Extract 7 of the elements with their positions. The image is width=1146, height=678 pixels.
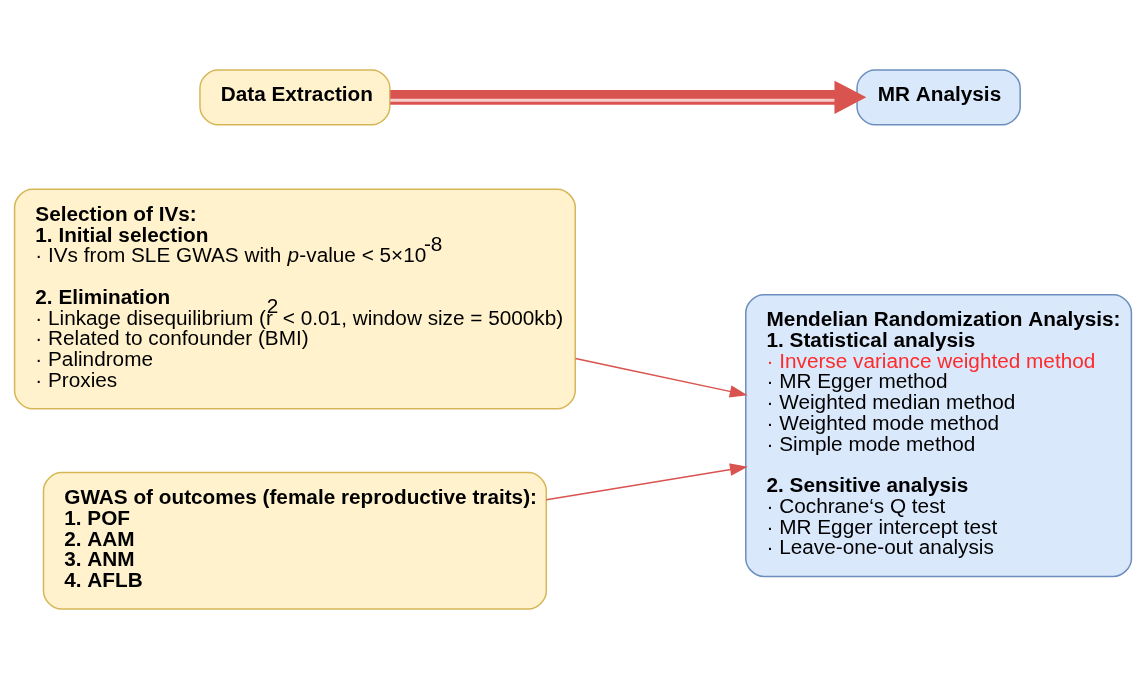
arrow [390, 80, 867, 114]
arrow [545, 462, 748, 500]
node-box: Mendelian Randomization Analysis: 1. Statistical analysis · Inverse variance weighted method · MR Egger method · Weighted median method · Weighted mode method · Simple mode method 2. Sensitive analysis · Cochrane‘s Q test · MR Egger intercept test · Leave-one-out analysis [745, 293, 1133, 577]
node-box: GWAS of outcomes (female reproductive traits): 1. POF 2. AAM 3. ANM 4. AFLB [42, 471, 548, 610]
node-box: Data Extraction [199, 68, 391, 126]
node-box: MR Analysis [856, 68, 1021, 126]
arrow [574, 357, 748, 398]
